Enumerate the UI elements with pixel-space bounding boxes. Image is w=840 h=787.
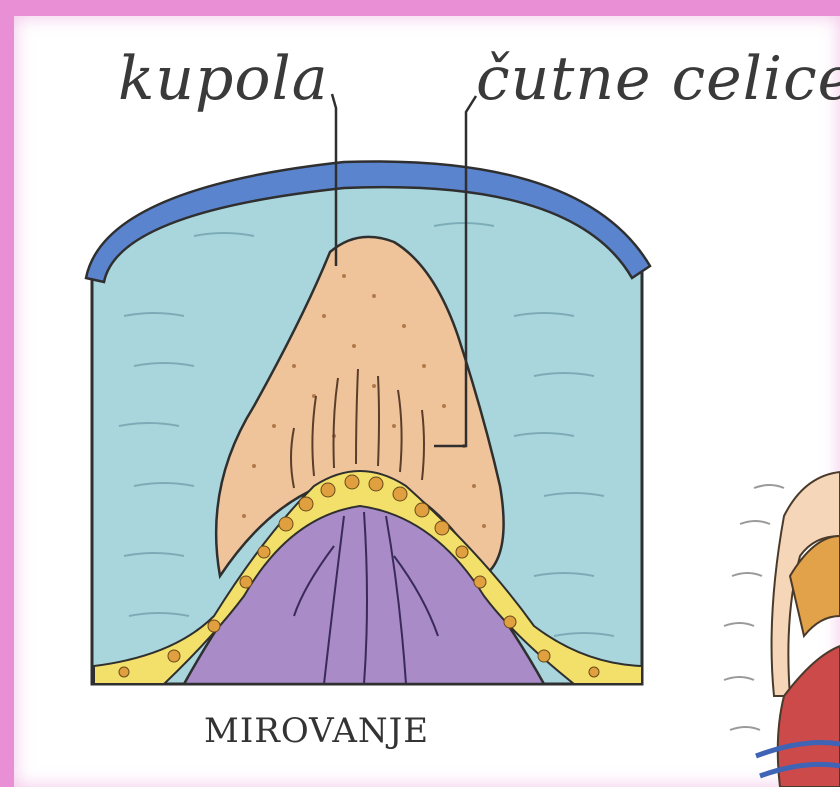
label-cutne-celice: čutne celice [476,44,840,114]
caption-mirovanje: MIROVANJE [204,711,429,751]
slide-frame: kupola čutne celice MIROVANJE [14,16,840,787]
ampulla-diagram [14,16,840,787]
label-kupola: kupola [118,44,329,114]
person-spinning-illustration [724,472,840,787]
